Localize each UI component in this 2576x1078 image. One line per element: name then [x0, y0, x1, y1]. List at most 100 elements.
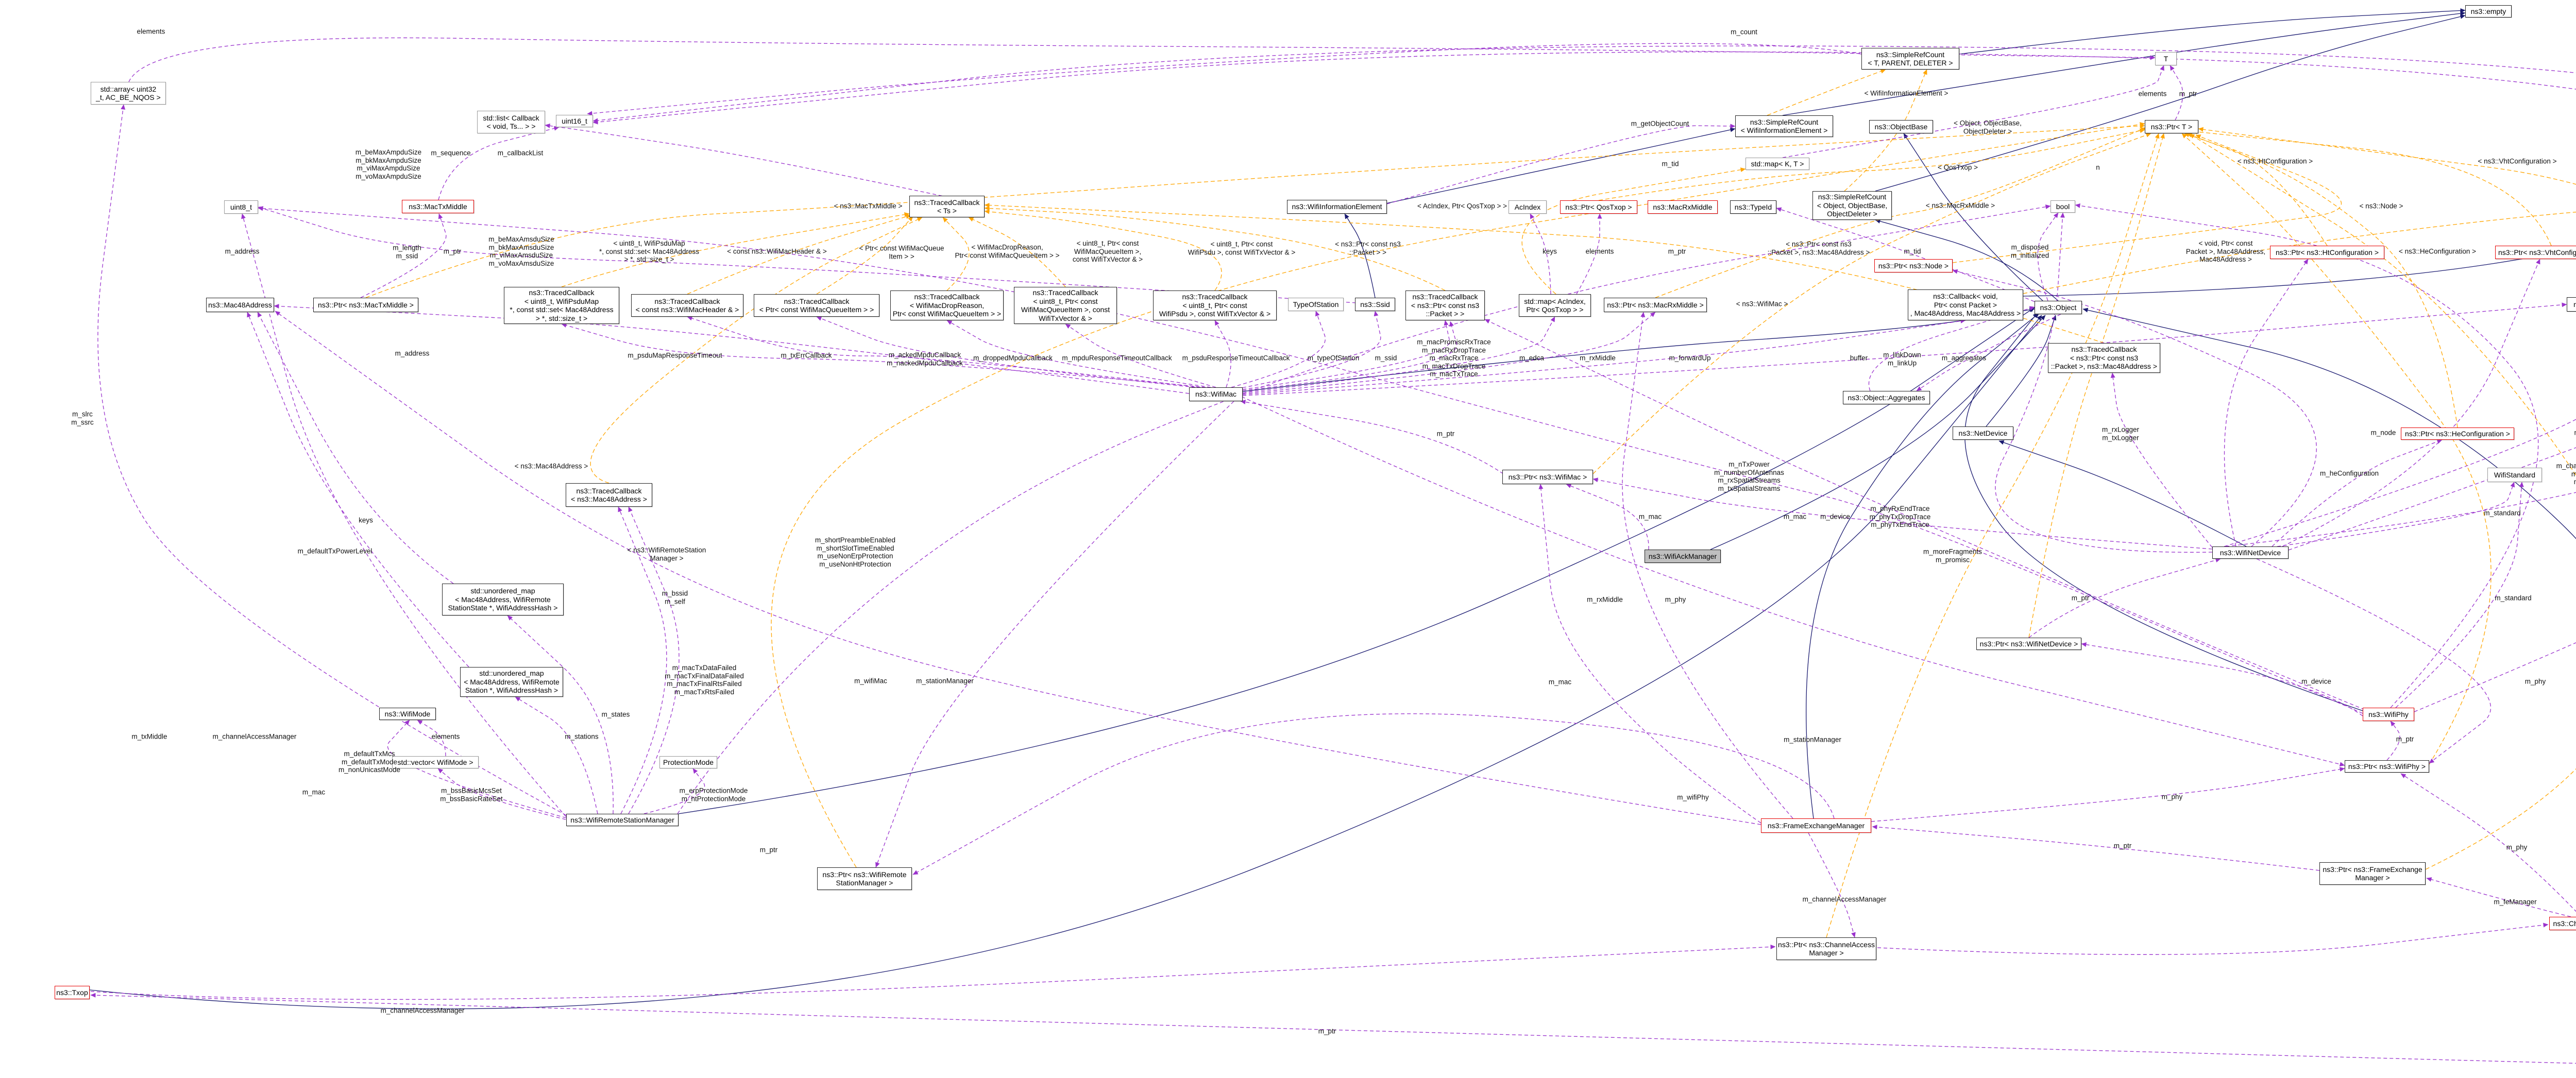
- class-node-u8[interactable]: uint8_t: [224, 200, 258, 214]
- class-node-typeOfSt[interactable]: TypeOfStation: [1288, 298, 1344, 311]
- edge-o-24: [1598, 128, 2145, 201]
- class-node-tnode[interactable]: T: [2155, 52, 2177, 65]
- edge-o-27: [1592, 133, 2151, 474]
- class-node-listCb[interactable]: std::list< Callback < void, Ts... > >: [477, 111, 545, 133]
- class-node-cbVoidPkt[interactable]: ns3::Callback< void, Ptr< const Packet >…: [1908, 289, 2023, 320]
- edge-o-28: [2184, 132, 2328, 246]
- class-node-macRx[interactable]: ns3::MacRxMiddle: [1648, 200, 1718, 214]
- class-node-mapKT[interactable]: std::map< K, T >: [1745, 158, 1809, 170]
- class-node-ptrMacRx[interactable]: ns3::Ptr< ns3::MacRxMiddle >: [1604, 298, 1707, 312]
- class-node-tcMac48[interactable]: ns3::TracedCallback < ns3::Mac48Address …: [566, 483, 652, 507]
- class-node-ptrQos[interactable]: ns3::Ptr< QosTxop >: [1560, 200, 1637, 214]
- class-node-protMode[interactable]: ProtectionMode: [659, 756, 717, 768]
- class-node-txop[interactable]: ns3::Txop: [55, 986, 90, 999]
- edge-p-67: [1214, 320, 1231, 388]
- class-node-srcObj[interactable]: ns3::SimpleRefCount < Object, ObjectBase…: [1812, 191, 1892, 220]
- class-node-arrAcBe[interactable]: std::array< uint32 _t, AC_BE_NQOS >: [91, 82, 166, 105]
- edge-b-19: [1959, 8, 2466, 55]
- class-node-macTxMiddle[interactable]: ns3::MacTxMiddle: [402, 200, 474, 213]
- class-node-wifiMac[interactable]: ns3::WifiMac: [1189, 387, 1243, 401]
- class-node-acIdx[interactable]: AcIndex: [1509, 200, 1547, 214]
- class-node-mapAc[interactable]: std::map< AcIndex, Ptr< QosTxop > >: [1519, 294, 1591, 317]
- edge-o-50: [2023, 212, 2576, 294]
- class-node-ptrMacTx[interactable]: ns3::Ptr< ns3::MacTxMiddle >: [313, 298, 418, 312]
- edge-p-75: [1242, 302, 2567, 396]
- edge-p-112: [628, 506, 680, 814]
- class-node-obj[interactable]: ns3::Object: [2035, 301, 2082, 314]
- edge-p-113: [618, 506, 667, 814]
- edge-o-44: [984, 206, 1446, 291]
- edge-p-55: [677, 204, 2051, 814]
- class-node-ptrFem[interactable]: ns3::Ptr< ns3::FrameExchange Manager >: [2319, 862, 2426, 885]
- class-node-wmode[interactable]: ns3::WifiMode: [379, 708, 436, 720]
- class-node-fem[interactable]: ns3::FrameExchangeManager: [1761, 818, 1871, 833]
- class-node-ptrVht[interactable]: ns3::Ptr< ns3::VhtConfiguration >: [2495, 246, 2576, 259]
- class-node-wphy[interactable]: ns3::WifiPhy: [2363, 708, 2414, 721]
- class-node-objAgg[interactable]: ns3::Object::Aggregates: [1843, 391, 1930, 404]
- class-node-ptrCam[interactable]: ns3::Ptr< ns3::ChannelAccess Manager >: [1776, 937, 1876, 960]
- class-node-tcMpduTo[interactable]: ns3::TracedCallback < uint8_t, Ptr< cons…: [1014, 287, 1117, 324]
- edge-p-68: [1231, 311, 1326, 388]
- class-node-ssid[interactable]: ns3::Ssid: [1355, 298, 1395, 311]
- class-node-tcMpdu[interactable]: ns3::TracedCallback < Ptr< const WifiMac…: [754, 294, 879, 317]
- edge-p-127: [592, 52, 2576, 712]
- class-node-tcPkt[interactable]: ns3::TracedCallback < ns3::Ptr< const ns…: [1405, 290, 1485, 320]
- class-node-tcDrop[interactable]: ns3::TracedCallback < WifiMacDropReason,…: [890, 290, 1004, 320]
- class-node-ptrWMac[interactable]: ns3::Ptr< ns3::WifiMac >: [1502, 470, 1593, 484]
- class-node-wrsm[interactable]: ns3::WifiRemoteStationManager: [566, 814, 679, 826]
- class-node-ptrT[interactable]: ns3::Ptr< T >: [2145, 120, 2198, 133]
- class-node-wie[interactable]: ns3::WifiInformationElement: [1287, 200, 1387, 214]
- class-node-typeId[interactable]: ns3::TypeId: [1730, 200, 1776, 214]
- edge-p-85: [2395, 482, 2524, 708]
- class-node-boolN[interactable]: bool: [2050, 200, 2075, 213]
- edge-p-76: [1240, 400, 1504, 474]
- edge-p-52: [438, 126, 560, 200]
- class-node-vecMode[interactable]: std::vector< WifiMode >: [392, 756, 479, 768]
- class-node-mac48[interactable]: ns3::Mac48Address: [206, 298, 274, 312]
- edge-p-87: [2386, 721, 2400, 761]
- class-node-srcT[interactable]: ns3::SimpleRefCount < T, PARENT, DELETER…: [1861, 48, 1959, 70]
- class-node-tcPktMac[interactable]: ns3::TracedCallback < ns3::Ptr< const ns…: [2048, 343, 2160, 373]
- class-node-ptrWphy[interactable]: ns3::Ptr< ns3::WifiPhy >: [2345, 760, 2429, 773]
- edge-p-95: [1808, 832, 1856, 938]
- class-node-u16[interactable]: uint16_t: [556, 115, 593, 127]
- class-node-tcMacHdr[interactable]: ns3::TracedCallback < const ns3::WifiMac…: [631, 294, 743, 317]
- edge-b-18: [2023, 248, 2576, 297]
- edge-p-118: [128, 37, 2156, 82]
- edge-p-96: [275, 311, 1761, 825]
- class-node-cbVoid[interactable]: ns3::Callback< void >: [2567, 297, 2576, 312]
- edge-b-10: [1806, 313, 2040, 819]
- edge-p-99: [1872, 825, 2320, 871]
- class-node-tcTs[interactable]: ns3::TracedCallback < Ts >: [909, 196, 985, 217]
- edge-p-51: [545, 123, 985, 206]
- edge-b-4: [1903, 133, 2043, 301]
- class-node-umapState[interactable]: std::unordered_map < Mac48Address, WifiR…: [442, 584, 564, 615]
- class-node-tcPsduTo[interactable]: ns3::TracedCallback < uint8_t, Ptr< cons…: [1153, 290, 1277, 320]
- class-node-empty[interactable]: ns3::empty: [2465, 5, 2512, 18]
- class-node-tcPsduMap[interactable]: ns3::TracedCallback < uint8_t, WifiPsduM…: [504, 287, 619, 324]
- class-node-netDev[interactable]: ns3::NetDevice: [1953, 426, 2013, 440]
- class-node-srcWIE[interactable]: ns3::SimpleRefCount < WifiInformationEle…: [1735, 115, 1833, 137]
- class-node-umapSta[interactable]: std::unordered_map < Mac48Address, WifiR…: [460, 667, 563, 697]
- edge-o-39: [687, 214, 911, 295]
- class-node-ptrHe[interactable]: ns3::Ptr< ns3::HeConfiguration >: [2401, 427, 2514, 440]
- class-node-ackMgr[interactable]: ns3::WifiAckManager: [1645, 550, 1721, 563]
- class-node-objBase[interactable]: ns3::ObjectBase: [1869, 120, 1933, 133]
- edge-p-94: [912, 713, 1835, 875]
- edge-p-74: [1242, 318, 1966, 395]
- class-node-ptrHt[interactable]: ns3::Ptr< ns3::HtConfiguration >: [2270, 246, 2384, 259]
- class-node-ptrWrsm[interactable]: ns3::Ptr< ns3::WifiRemote StationManager…: [817, 867, 912, 890]
- edge-b-1: [1875, 14, 2466, 192]
- edge-o-38: [561, 212, 910, 287]
- class-node-ptrWnd[interactable]: ns3::Ptr< ns3::WifiNetDevice >: [1976, 638, 2081, 650]
- class-node-wnd[interactable]: ns3::WifiNetDevice: [2212, 546, 2289, 559]
- edge-o-22: [1844, 69, 1927, 192]
- edge-o-29: [2192, 129, 2552, 246]
- class-node-ptrNode[interactable]: ns3::Ptr< ns3::Node >: [1874, 259, 1953, 272]
- edge-p-98: [2426, 877, 2571, 917]
- edge-p-65: [946, 320, 1211, 388]
- class-node-wifiStd[interactable]: WifiStandard: [2487, 468, 2542, 482]
